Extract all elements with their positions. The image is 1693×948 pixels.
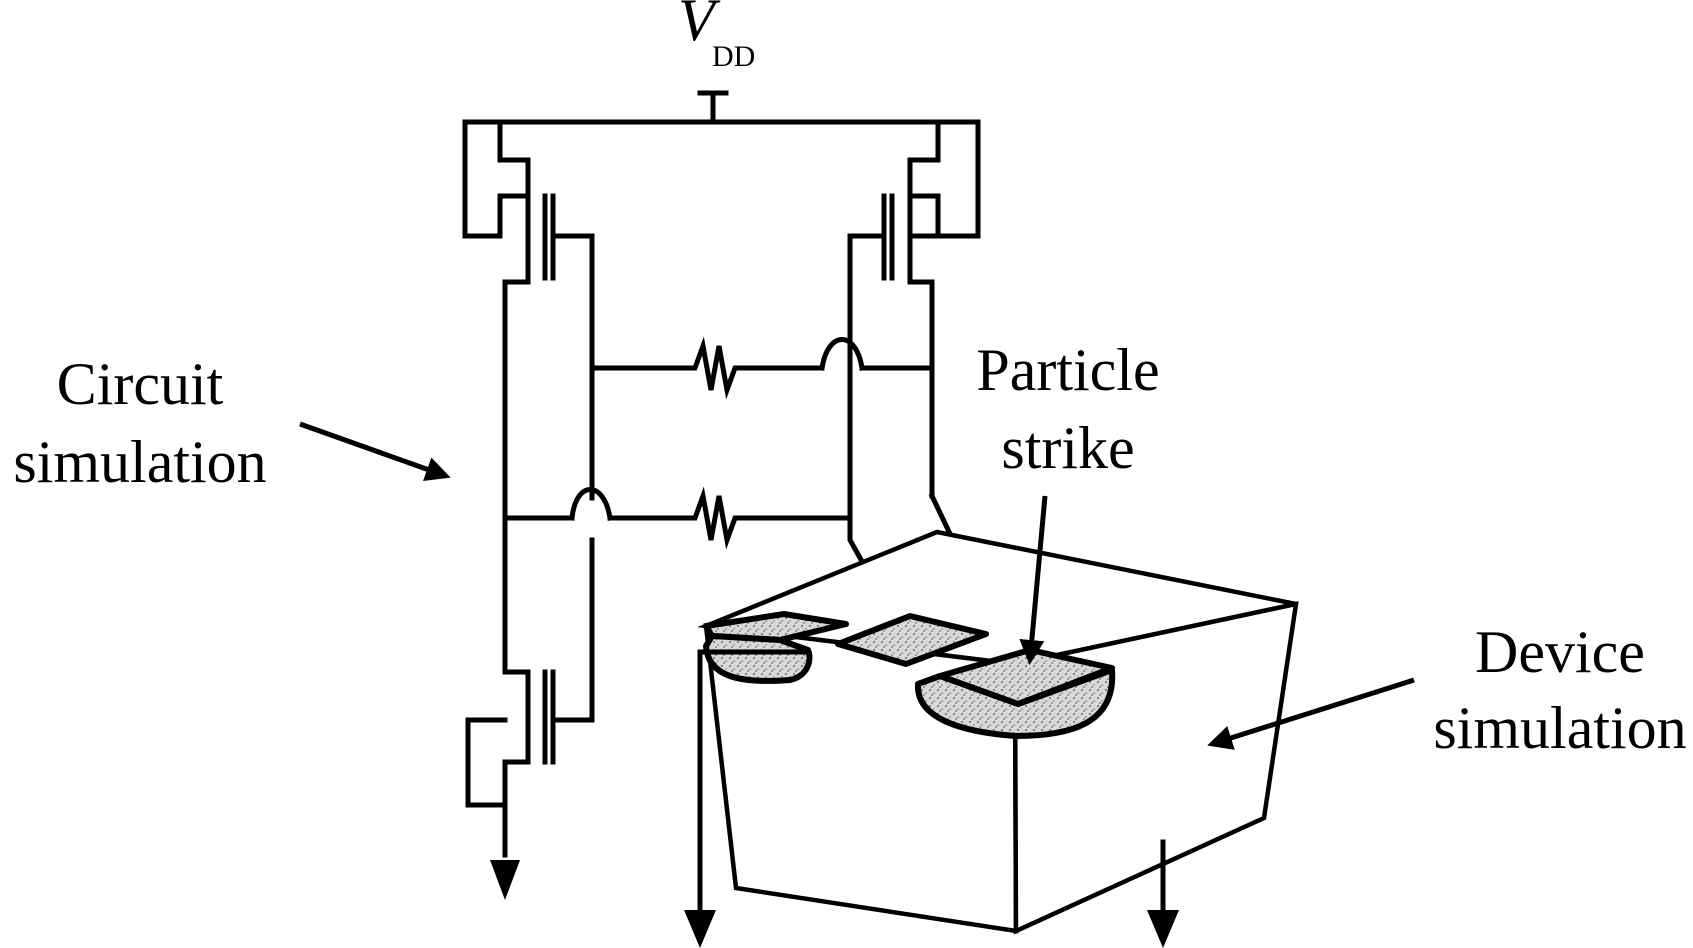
right-pmos-transistor <box>847 119 981 521</box>
left-pmos-transistor <box>462 119 595 371</box>
vdd-label: V <box>678 0 721 53</box>
struck-drain-well <box>914 667 1116 739</box>
upper-coupling-wire <box>589 336 935 400</box>
nmos-transistor <box>465 669 595 858</box>
device-terminals <box>697 649 1166 913</box>
device-label-line1: Device <box>1475 619 1645 685</box>
ground-arrow-left <box>490 860 520 900</box>
device-simulation-arrow <box>1207 677 1415 750</box>
ground-arrow-device-left <box>684 910 716 948</box>
middle-contact-region <box>835 613 989 667</box>
ground-arrow-device-right <box>1147 910 1179 948</box>
vdd-subscript: DD <box>712 40 755 73</box>
circuit-simulation-arrow <box>299 421 451 482</box>
left-output-node <box>502 279 688 723</box>
particle-label-line2: strike <box>1001 415 1134 481</box>
circuit-label-line1: Circuit <box>57 351 224 417</box>
circuit-label-line2: simulation <box>13 429 266 495</box>
particle-label-line1: Particle <box>976 337 1159 403</box>
lower-coupling-wire <box>682 486 853 550</box>
vdd-supply <box>462 90 981 125</box>
particle-strike-arrow <box>1019 495 1048 665</box>
well-region-left <box>703 633 813 684</box>
device-label-line2: simulation <box>1433 695 1686 761</box>
